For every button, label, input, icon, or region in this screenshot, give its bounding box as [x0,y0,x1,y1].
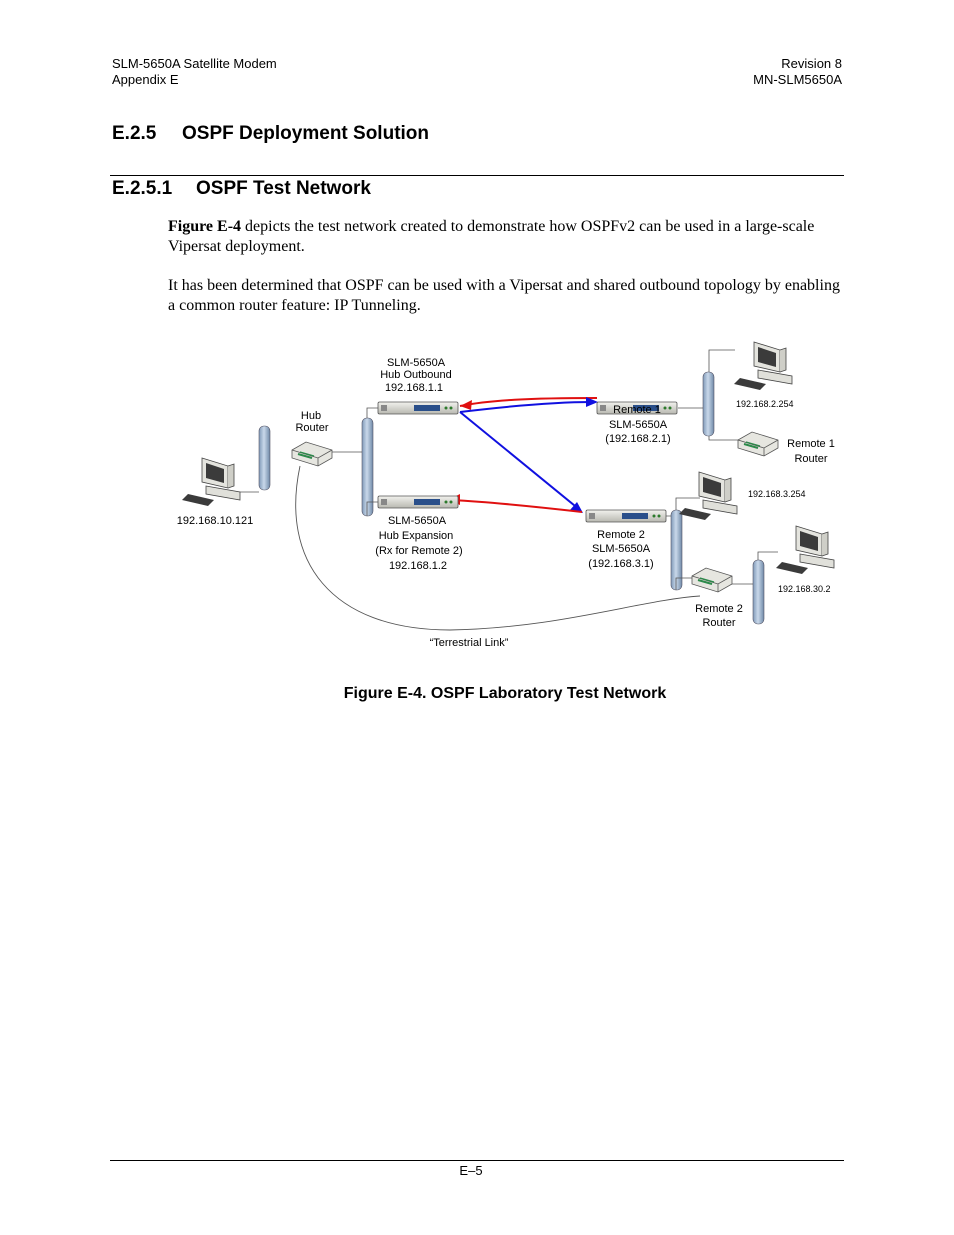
remote1-router-label-2: Router [794,453,827,465]
header-revision: Revision 8 [781,56,842,71]
forward-link-hub-to-remote2 [459,411,581,511]
remote2-modem-ip: (192.168.3.1) [588,558,653,570]
section-heading: E.2.5 OSPF Deployment Solution [112,123,429,145]
remote2-router-label-1: Remote 2 [695,603,743,615]
remote1-router-label-1: Remote 1 [787,438,835,450]
hub-expansion-modem [377,495,459,509]
forward-link-hub-to-remote1 [459,401,593,413]
remote2-router [691,567,733,593]
remote1-pc-ip: 192.168.2.254 [736,399,794,409]
paragraph-ip-tunneling: It has been determined that OSPF can be … [168,277,840,314]
page-number: E–5 [459,1163,483,1178]
subsection-rule [110,175,844,176]
paragraph-1-text: depicts the test network created to demo… [168,218,815,255]
section-number: E.2.5 [112,123,157,144]
hub-lan-bus [258,425,271,491]
subsection-heading: E.2.5.1 OSPF Test Network [112,178,371,200]
remote2-pc [678,471,738,521]
hub-outbound-label-1: SLM-5650A [387,357,446,369]
ospf-network-diagram: SLM-5650A Hub Outbound 192.168.1.1 Hub R… [177,341,835,649]
section-title: OSPF Deployment Solution [182,123,430,144]
remote2-modem-label-2: SLM-5650A [592,543,651,555]
remote2-lan-pc [775,525,835,575]
subsection-title: OSPF Test Network [196,178,371,199]
remote2-router-lan-bus [752,559,765,625]
remote1-router [737,431,779,457]
lan-cabling [228,349,778,590]
hub-outbound-ip: 192.168.1.1 [385,382,443,394]
remote2-lan-pc-ip: 192.168.30.2 [778,584,831,594]
remote1-modem-label-2: SLM-5650A [609,419,668,431]
hub-expansion-label-3: (Rx for Remote 2) [375,545,462,557]
subsection-number: E.2.5.1 [112,178,173,199]
remote2-pc-ip: 192.168.3.254 [748,489,806,499]
hub-pc-ip: 192.168.10.121 [177,515,253,527]
return-link-remote2-to-hub [451,499,583,513]
remote1-modem-label-1: Remote 1 [613,404,661,416]
hub-router [291,441,333,467]
hub-pc [181,457,241,507]
remote1-modem-ip: (192.168.2.1) [605,433,670,445]
remote2-router-label-2: Router [702,617,735,629]
figure-reference-link[interactable]: Figure E-4 [168,218,242,235]
remote2-lan-bus [670,509,683,591]
header-product: SLM-5650A Satellite Modem [112,56,277,71]
hub-expansion-label-1: SLM-5650A [388,515,447,527]
hub-expansion-label-2: Hub Expansion [379,530,454,542]
footer-rule [110,1160,844,1161]
remote1-pc [733,341,793,391]
page-header-left: SLM-5650A Satellite Modem Appendix E [112,56,277,88]
paragraph-figure-intro: Figure E-4 depicts the test network crea… [168,217,844,257]
remote2-modem [585,509,667,523]
remote2-modem-label-1: Remote 2 [597,529,645,541]
header-appendix: Appendix E [112,72,179,87]
header-doc-number: MN-SLM5650A [753,72,842,87]
remote1-lan-bus [702,371,715,437]
hub-outbound-label-2: Hub Outbound [380,369,452,381]
hub-router-label-2: Router [295,422,328,434]
hub-outbound-modem [377,401,459,415]
page-header-right: Revision 8 MN-SLM5650A [753,56,842,88]
hub-router-label-1: Hub [301,410,321,422]
hub-modem-bus [361,417,374,517]
terrestrial-link-line [295,465,701,631]
figure-caption: Figure E-4. OSPF Laboratory Test Network [343,685,667,702]
terrestrial-link-label: “Terrestrial Link” [430,637,509,649]
hub-expansion-ip: 192.168.1.2 [389,560,447,572]
